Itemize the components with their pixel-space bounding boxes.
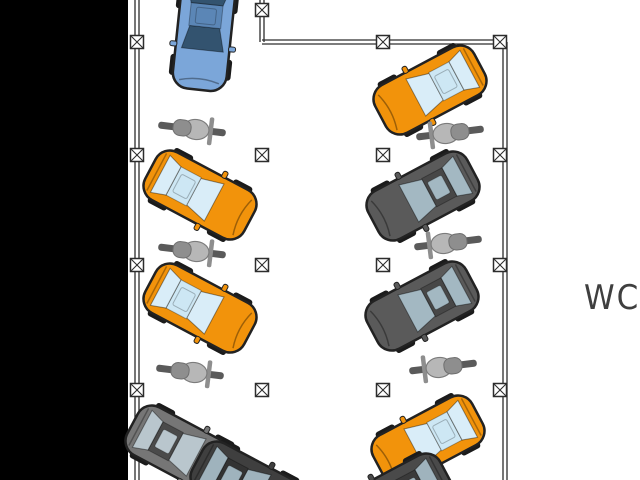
column-marker <box>492 257 508 273</box>
column-marker <box>254 2 270 18</box>
wc-room-label: WC <box>584 278 640 318</box>
vehicle-car <box>164 0 244 95</box>
column-marker <box>492 34 508 50</box>
column-marker <box>254 147 270 163</box>
column-marker <box>254 382 270 398</box>
column-marker <box>375 147 391 163</box>
column-marker <box>129 34 145 50</box>
vehicle-car <box>133 138 267 252</box>
vehicle-motorcycle <box>406 348 480 386</box>
column-marker <box>129 147 145 163</box>
column-marker <box>492 147 508 163</box>
vehicle-motorcycle <box>411 224 485 262</box>
column-marker <box>375 257 391 273</box>
column-marker <box>254 257 270 273</box>
column-marker <box>129 257 145 273</box>
column-marker <box>492 382 508 398</box>
vehicles-layer <box>115 0 497 480</box>
column-marker <box>375 34 391 50</box>
column-marker <box>129 382 145 398</box>
column-marker <box>375 382 391 398</box>
columns-layer <box>129 2 508 398</box>
vehicle-motorcycle <box>153 353 227 391</box>
vehicle-motorcycle <box>155 110 229 148</box>
vehicle-car <box>133 251 267 365</box>
